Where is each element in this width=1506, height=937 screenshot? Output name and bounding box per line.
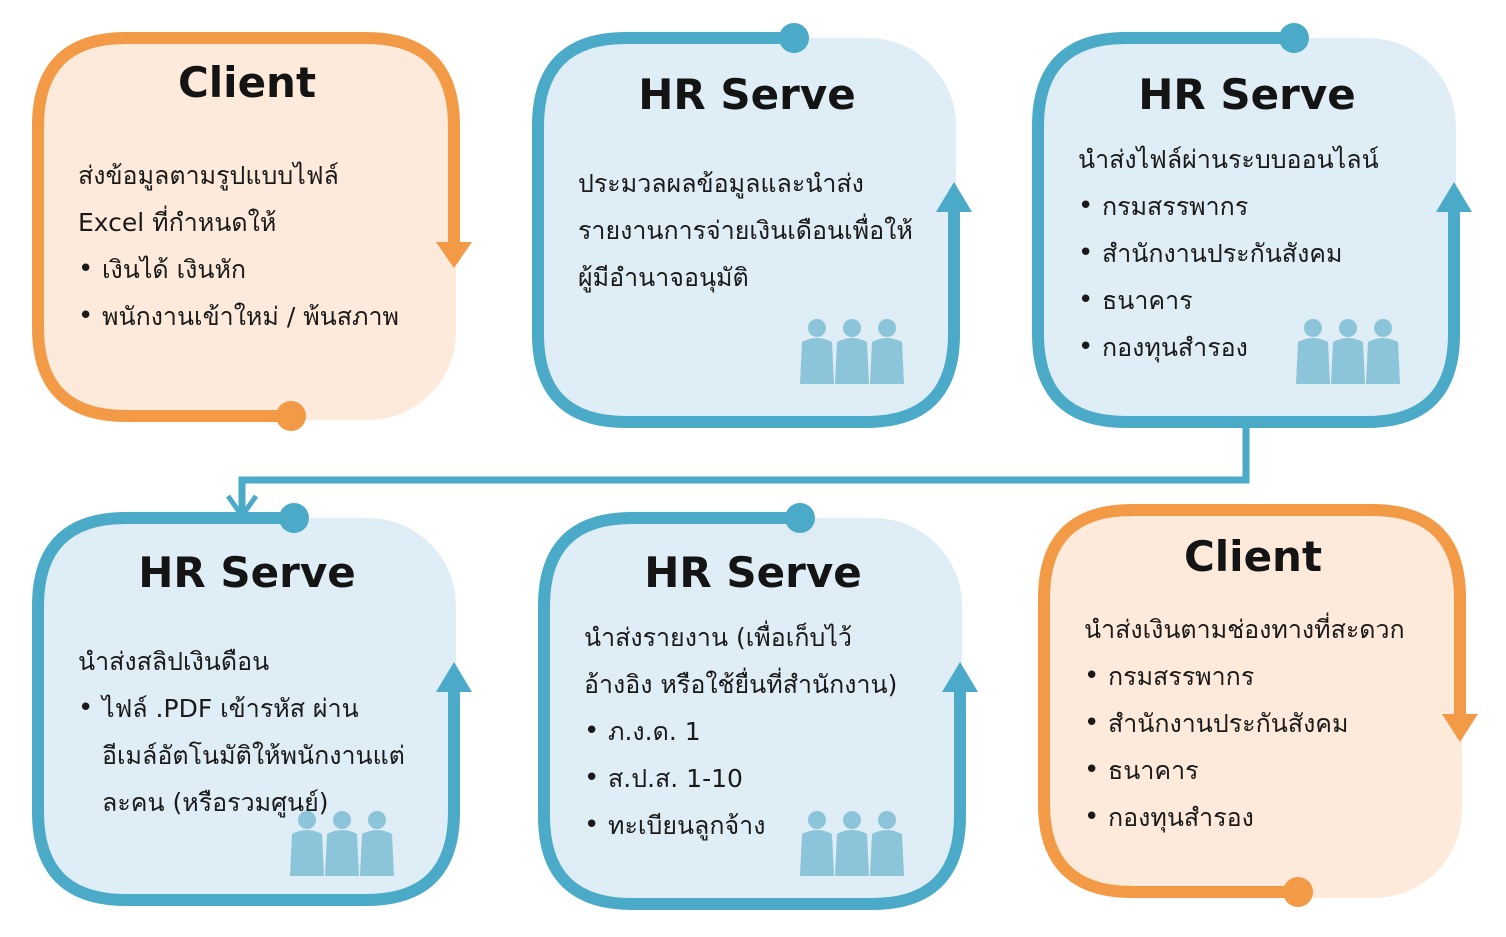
step-5-title: HR Serve [644,548,862,597]
step-1-intro-line-1: ส่งข้อมูลตามรูปแบบไฟล์ [78,161,339,190]
row-connector [225,428,1250,519]
step-1-intro-line-2: Excel ที่กำหนดให้ [78,208,277,237]
step-3-bullet-1: กรมสรรพากร [1078,183,1438,230]
people-icon [800,319,904,384]
connector-down-arrow-icon [225,494,259,519]
step-1-bullet-1: เงินได้ เงินหัก [78,246,448,293]
step-4-intro-line-1: นำส่งสลิปเงินดือน [78,647,270,676]
step-1-bullet-2: พนักงานเข้าใหม่ / พ้นสภาพ [78,293,448,340]
step-6-bullet-3: ธนาคาร [1084,747,1454,794]
step-2-body: ประมวลผลข้อมูลและนำส่ง รายงานการจ่ายเงิน… [578,160,928,301]
step-5-intro-line-1: นำส่งรายงาน (เพื่อเก็บไว้ [584,623,852,652]
step-6-bullet-2: สำนักงานประกันสังคม [1084,700,1454,747]
step-1-content: Client ส่งข้อมูลตามรูปแบบไฟล์ Excel ที่ก… [38,38,456,420]
step-3-intro-line-1: นำส่งไฟล์ผ่านระบบออนไลน์ [1078,145,1379,174]
step-6-title: Client [1183,532,1323,581]
step-1-title: Client [177,58,317,107]
people-icon [1296,319,1400,384]
people-icon [800,811,904,876]
step-4-bullet-list: ไฟล์ .PDF เข้ารหัส ผ่าน อีเมล์อัตโนมัติใ… [78,685,408,826]
step-6-bullet-4: กองทุนสำรอง [1084,794,1454,841]
step-2-intro-line-1: ประมวลผลข้อมูลและนำส่ง [578,169,864,198]
step-1-bullet-list: เงินได้ เงินหัก พนักงานเข้าใหม่ / พ้นสภา… [78,246,448,340]
step-3-bullet-2: สำนักงานประกันสังคม [1078,230,1438,277]
step-3-title: HR Serve [1138,70,1356,119]
step-6-content: Client นำส่งเงินตามช่องทางที่สะดวก กรมสร… [1044,510,1462,898]
step-5-intro-line-2: อ้างอิง หรือใช้ยื่นที่สำนักงาน) [584,670,898,699]
step-2-intro-line-2: รายงานการจ่ายเงินเดือนเพื่อให้ [578,216,913,245]
step-4-bullet-1: ไฟล์ .PDF เข้ารหัส ผ่าน อีเมล์อัตโนมัติใ… [78,685,408,826]
people-icon [290,811,394,876]
step-6-bullet-1: กรมสรรพากร [1084,653,1454,700]
step-2-title: HR Serve [638,70,856,119]
step-4-title: HR Serve [138,548,356,597]
step-5-bullet-2: ส.ป.ส. 1-10 [584,755,944,802]
step-6-intro-line-1: นำส่งเงินตามช่องทางที่สะดวก [1084,615,1405,644]
step-2-intro-line-3: ผู้มีอำนาจอนุมัติ [578,263,749,292]
step-6-body: นำส่งเงินตามช่องทางที่สะดวก กรมสรรพากร ส… [1084,606,1454,841]
step-4-body: นำส่งสลิปเงินดือน ไฟล์ .PDF เข้ารหัส ผ่า… [78,638,408,826]
step-1-body: ส่งข้อมูลตามรูปแบบไฟล์ Excel ที่กำหนดให้… [78,152,448,340]
step-6-bullet-list: กรมสรรพากร สำนักงานประกันสังคม ธนาคาร กอ… [1084,653,1454,841]
step-5-bullet-1: ภ.ง.ด. 1 [584,708,944,755]
